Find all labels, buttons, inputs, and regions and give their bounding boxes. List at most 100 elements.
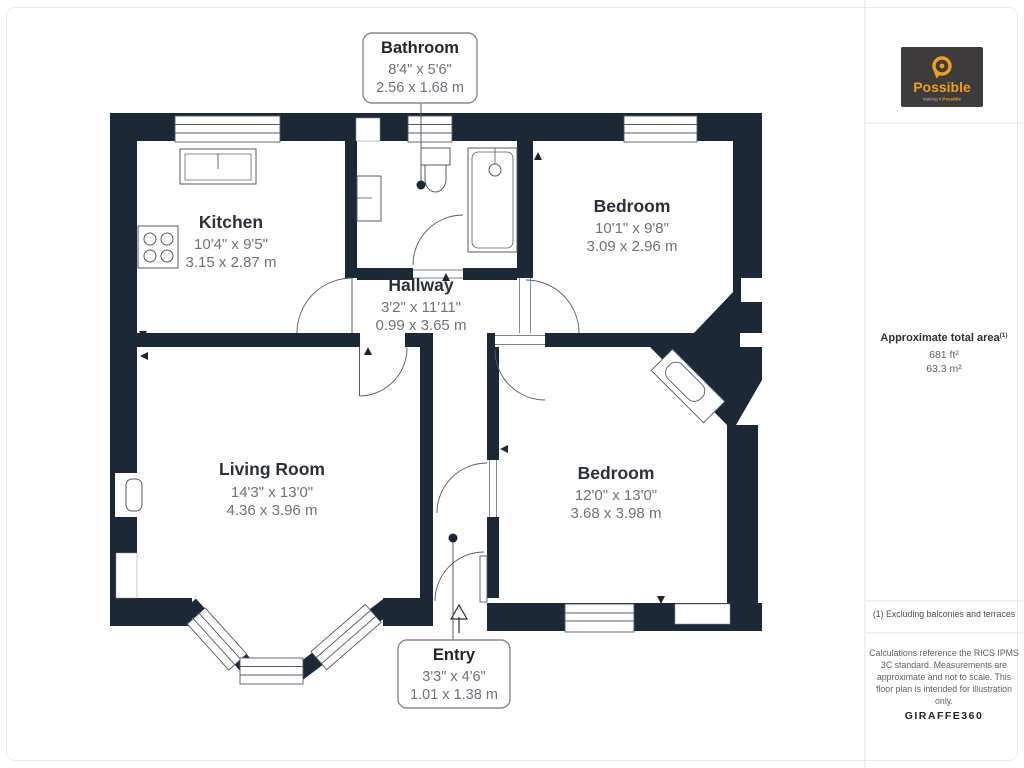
openings	[115, 117, 762, 625]
bedroom1-imperial: 10'1" x 9'8"	[595, 220, 669, 237]
entry-leader-dot	[448, 533, 458, 543]
total-area-heading-text: Approximate total area	[880, 332, 1000, 344]
toilet	[420, 147, 451, 193]
kitchen-sink	[179, 148, 257, 185]
bathroom-metric: 2.56 x 1.68 m	[376, 80, 464, 96]
kitchen-label: Kitchen 10'4" x 9'5" 3.15 x 2.87 m	[186, 212, 277, 271]
kitchen-window	[174, 115, 281, 143]
giraffe360-brand: GIRAFFE360	[905, 710, 984, 722]
entry-name: Entry	[433, 646, 476, 664]
bedroom2-name: Bedroom	[578, 463, 655, 483]
kitchen-name: Kitchen	[199, 212, 263, 232]
entry-door	[434, 551, 488, 603]
bedroom2-window	[564, 603, 635, 633]
wall-bathroom-right	[517, 141, 533, 278]
disclaimer-line-1: Calculations reference the RICS IPMS	[869, 648, 1019, 658]
measure-ticks	[139, 152, 666, 604]
bathtub	[467, 147, 518, 253]
entry-callout: Entry 3'3" x 4'6" 1.01 x 1.38 m	[397, 639, 511, 709]
bathroom-door-gap	[413, 268, 463, 280]
windows	[174, 115, 726, 685]
bedroom2-metric: 3.68 x 3.98 m	[571, 505, 662, 522]
entry-metric: 1.01 x 1.38 m	[410, 687, 498, 703]
wall-bathroom-bottom-right	[463, 268, 533, 280]
bathroom-window	[407, 115, 453, 143]
disclaimer-line-4: floor plan is intended for illustration	[876, 684, 1012, 694]
doors	[296, 214, 580, 603]
living-radiator	[125, 478, 143, 512]
bedroom2-imperial: 12'0" x 13'0"	[575, 487, 657, 504]
bathroom-sink	[356, 175, 382, 222]
right-wall-notch	[741, 278, 762, 302]
total-area-superscript: (1)	[1000, 332, 1008, 339]
bedroom1-label: Bedroom 10'1" x 9'8" 3.09 x 2.96 m	[587, 196, 678, 255]
entry-direction-arrow	[449, 603, 469, 633]
bedroom1-name: Bedroom	[594, 196, 671, 216]
bedroom2-label: Bedroom 12'0" x 13'0" 3.68 x 3.98 m	[571, 463, 662, 522]
total-area-block: Approximate total area(1) 681 ft² 63.3 m…	[880, 332, 1007, 375]
wall-bottom-left	[110, 598, 192, 626]
logo-pin-icon	[932, 56, 952, 79]
bathroom-name: Bathroom	[381, 39, 459, 57]
wall-kitchen-right	[345, 141, 357, 278]
logo-brand-text: Possible	[913, 79, 971, 95]
room-labels: Kitchen 10'4" x 9'5" 3.15 x 2.87 m Bedro…	[186, 196, 678, 522]
kitchen-door-gap	[345, 278, 357, 333]
sidebar: Possible Making it Possible Approximate …	[864, 0, 1024, 768]
chamfer-door	[650, 348, 726, 424]
bedroom2-bottom-recess	[674, 603, 731, 625]
bedroom2-door-gap	[495, 333, 545, 347]
hallway-label: Hallway 3'2" x 11'11" 0.99 x 3.65 m	[376, 275, 467, 334]
kitchen-metric: 3.15 x 2.87 m	[186, 254, 277, 271]
bedroom1-window	[623, 115, 698, 143]
living-room-door	[359, 347, 408, 397]
page-frame	[6, 7, 1018, 761]
bathroom-callout-box	[362, 32, 478, 104]
hallway-metric: 0.99 x 3.65 m	[376, 317, 467, 334]
bedroom1-door	[519, 278, 580, 334]
total-area-imperial: 681 ft²	[929, 349, 959, 361]
wall-corridor-left	[420, 347, 433, 598]
kitchen-door	[296, 277, 353, 334]
living-metric: 4.36 x 3.96 m	[227, 502, 318, 519]
bay-window-right	[310, 603, 382, 671]
area-footnote: (1) Excluding balconies and terraces	[873, 609, 1016, 619]
living-left-recess	[115, 552, 138, 599]
bedroom2-door	[494, 335, 546, 401]
entry-callout-box	[397, 639, 511, 709]
entry-imperial: 3'3" x 4'6"	[422, 669, 485, 685]
bathroom-imperial: 8'4" x 5'6"	[388, 62, 451, 78]
bathroom-door	[412, 214, 464, 279]
total-area-metric: 63.3 m²	[926, 363, 962, 375]
kitchen-hob	[137, 225, 179, 269]
bay-window-center	[239, 657, 304, 685]
logo-tagline: Making it Possible	[923, 97, 961, 102]
living-name: Living Room	[219, 459, 325, 479]
bedroom1-metric: 3.09 x 2.96 m	[587, 238, 678, 255]
top-wall-niche	[355, 117, 381, 142]
leaders	[416, 103, 458, 640]
logo-background	[901, 47, 983, 107]
fixtures	[125, 147, 518, 512]
disclaimer-line-3: approximate and not to scale. This	[877, 672, 1012, 682]
bay-window-left	[186, 607, 248, 671]
bathroom-callout: Bathroom 8'4" x 5'6" 2.56 x 1.68 m	[362, 32, 478, 104]
wall-kitchen-living-divider	[110, 333, 360, 347]
callouts: Bathroom 8'4" x 5'6" 2.56 x 1.68 m Entry…	[362, 32, 511, 709]
agency-logo[interactable]: Possible Making it Possible	[901, 47, 983, 107]
hallway-name: Hallway	[388, 275, 453, 295]
logo-tagline-brand: Possible	[942, 97, 961, 102]
kitchen-imperial: 10'4" x 9'5"	[194, 236, 268, 253]
wall-bathroom-bottom-left	[345, 268, 413, 280]
living-imperial: 14'3" x 13'0"	[231, 484, 313, 501]
hallway-imperial: 3'2" x 11'11"	[381, 299, 461, 316]
disclaimer-line-5: only.	[935, 696, 953, 706]
corridor-door-gap	[487, 460, 499, 517]
disclaimer-block: Calculations reference the RICS IPMS 3C …	[869, 648, 1019, 706]
wall-hall-stub	[405, 333, 433, 347]
total-area-heading: Approximate total area(1)	[880, 332, 1007, 344]
wall-bedroom1-chamfer	[694, 292, 733, 333]
wall-right-bottom	[727, 425, 758, 631]
